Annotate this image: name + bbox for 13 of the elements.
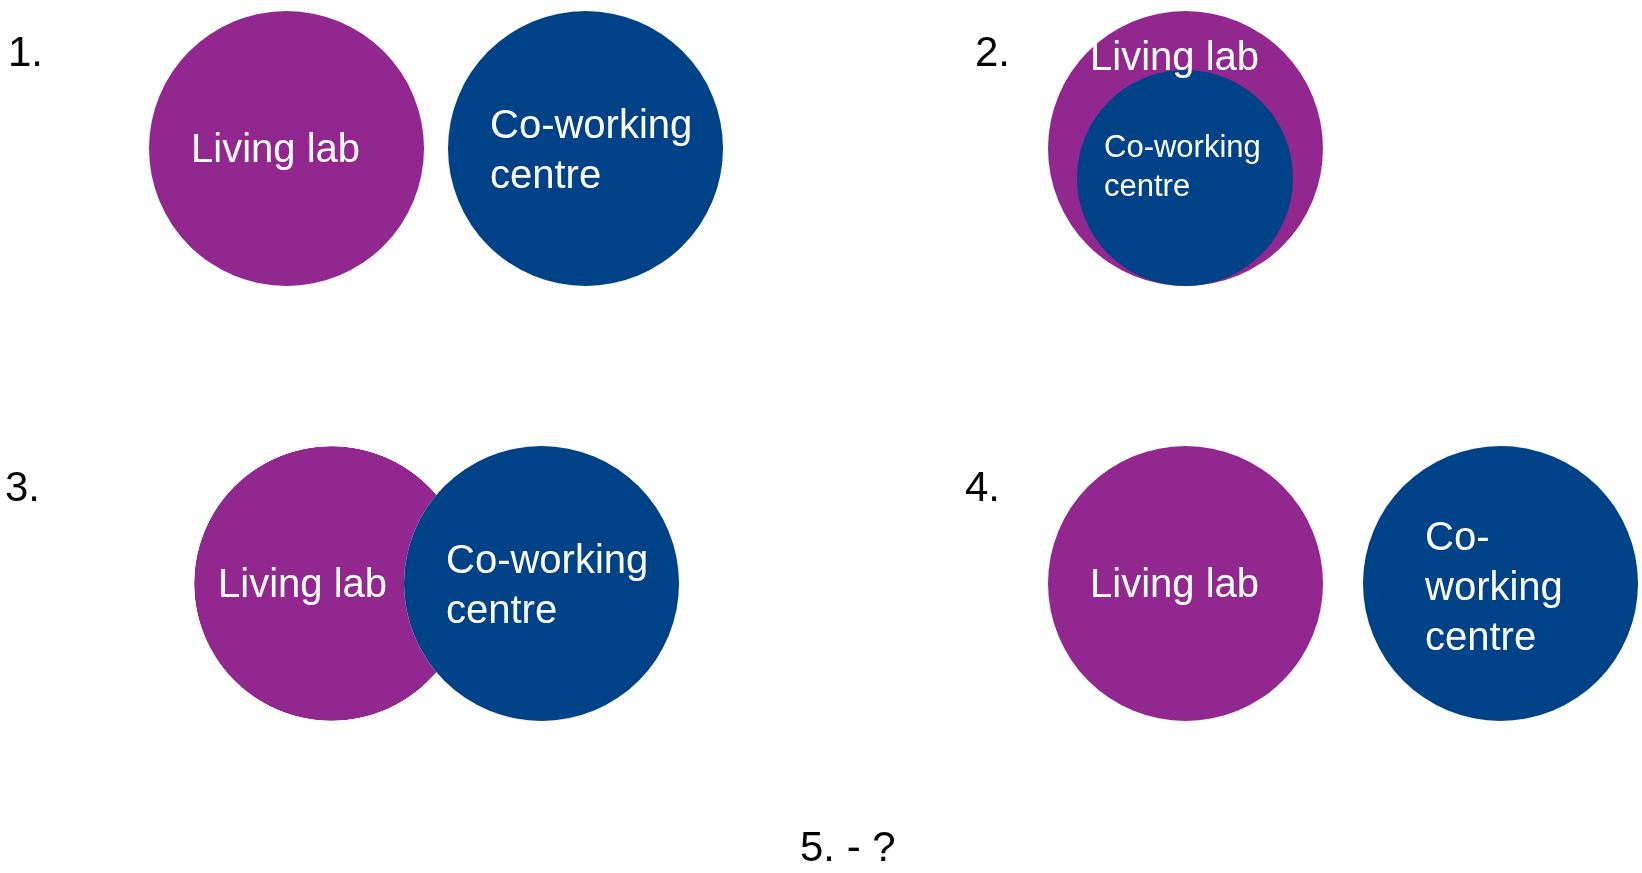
panel-number: 2.	[975, 28, 1011, 76]
circle-label: Living lab	[1090, 33, 1260, 80]
circle-label: Co-working centre	[446, 536, 650, 633]
circle-label: Co-working centre	[490, 101, 694, 198]
circle-label: Co-working centre	[1104, 128, 1262, 205]
circle-label: Living lab	[191, 125, 361, 172]
panel-number: 3.	[5, 463, 41, 511]
circle-label: Living lab	[218, 560, 388, 607]
panel-number: 1.	[8, 28, 44, 76]
circle-label: Co-working centre	[1425, 513, 1564, 660]
circle-label: Living lab	[1090, 560, 1260, 607]
panel-number: 4.	[965, 463, 1001, 511]
note: 5. - ?	[800, 823, 896, 871]
